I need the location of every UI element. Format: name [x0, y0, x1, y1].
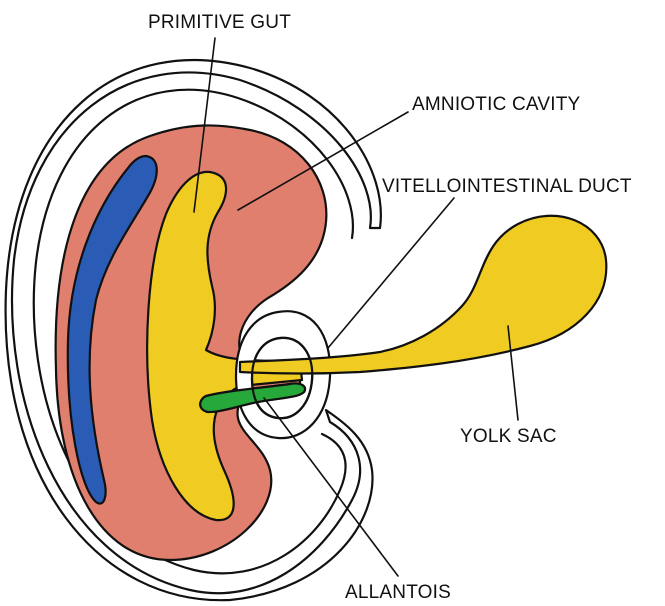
label-vitellointestinal-duct: VITELLOINTESTINAL DUCT	[382, 176, 632, 197]
leader-vitellointestinal-duct	[328, 198, 454, 348]
label-allantois: ALLANTOIS	[345, 582, 451, 603]
label-primitive-gut: PRIMITIVE GUT	[148, 12, 291, 33]
label-amniotic-cavity: AMNIOTIC CAVITY	[412, 94, 581, 115]
label-yolk-sac: YOLK SAC	[460, 426, 557, 447]
